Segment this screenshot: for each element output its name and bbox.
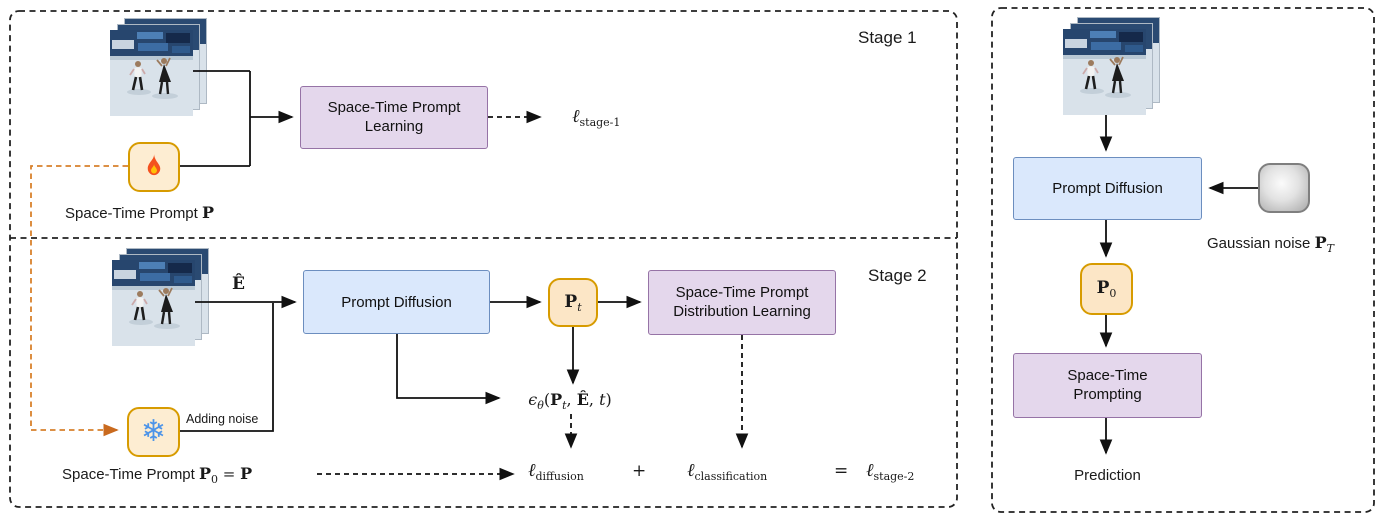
gaussian-sub-T: T	[1326, 242, 1334, 255]
embedding-symbol: Ê	[232, 274, 245, 294]
epsilon-prediction-formula: ϵθ(Pt, Ê, t)	[512, 390, 628, 412]
paren-close: )	[605, 390, 612, 409]
p0-symbol: P	[1096, 278, 1110, 298]
frozen-prompt-box: ❄	[127, 407, 180, 457]
wire-stage1-merge	[180, 70, 251, 167]
wire-fire-to-snowflake	[30, 165, 128, 437]
inference-container-border	[991, 7, 1375, 513]
pt-box: Pt	[548, 278, 598, 327]
stage1-prompt-label: Space-Time Prompt P	[65, 203, 214, 222]
loss-stage1: ℓstage-1	[572, 106, 620, 129]
equals-sign: =	[834, 461, 849, 481]
epsilon-theta-sub: θ	[537, 399, 544, 412]
adding-noise-label: Adding noise	[186, 412, 259, 426]
paren-open: (	[543, 390, 551, 409]
equals-sign: =	[218, 465, 241, 483]
prompt-symbol-P: P	[240, 464, 253, 483]
stage1-title: Stage 1	[858, 28, 917, 47]
loss-classification-sub: classification	[694, 470, 768, 483]
eps-P-sub: t	[562, 399, 567, 412]
learnable-prompt-box	[128, 142, 180, 192]
snowflake-icon: ❄	[140, 415, 167, 448]
gaussian-symbol-P: P	[1314, 233, 1327, 252]
dist-box-line1: Space-Time Prompt	[675, 283, 809, 301]
wire-stage2-noise-merge	[180, 303, 274, 432]
space-time-prompt-distribution-learning-box: Space-Time Prompt Distribution Learning	[648, 270, 836, 335]
epsilon-symbol: ϵ	[528, 390, 538, 409]
gaussian-noise-box	[1258, 163, 1310, 213]
comma: ,	[588, 390, 600, 409]
prompt-symbol-P: P	[202, 203, 215, 222]
comma: ,	[566, 390, 577, 409]
gaussian-noise-text: Gaussian noise	[1207, 235, 1315, 252]
space-time-prompting-box: Space-Time Prompting	[1013, 353, 1202, 418]
pt-symbol: P	[564, 291, 578, 312]
pt-sub: t	[577, 300, 582, 314]
stage1-prompt-text: Space-Time Prompt	[65, 205, 198, 222]
loss-stage1-sub: stage-1	[579, 116, 621, 129]
loss-classification-symbol: ℓ	[687, 460, 695, 481]
loss-stage2-symbol: ℓ	[866, 460, 874, 481]
eps-Ehat: Ê	[576, 390, 589, 409]
eps-t: t	[599, 390, 606, 409]
gaussian-noise-label: Gaussian noise PT	[1207, 233, 1334, 255]
prompting-box-line2: Prompting	[1073, 385, 1142, 403]
learning-box-line1: Space-Time Prompt	[327, 98, 461, 116]
prompt-symbol-P0: P	[199, 464, 212, 483]
p0-box: P0	[1080, 263, 1133, 315]
prediction-label: Prediction	[1074, 467, 1141, 484]
stage2-prompt-equation: Space-Time Prompt P0 = P	[62, 464, 252, 486]
loss-classification: ℓclassification	[687, 460, 767, 483]
loss-diffusion: ℓdiffusion	[528, 460, 584, 483]
video-frame	[112, 260, 195, 346]
wire-diffusion-to-eps	[396, 334, 501, 405]
prompt-diffusion-box-stage2: Prompt Diffusion	[303, 270, 490, 334]
loss-stage2: ℓstage-2	[866, 460, 914, 483]
loss-stage1-symbol: ℓ	[572, 106, 580, 127]
loss-stage2-sub: stage-2	[873, 470, 915, 483]
prompting-box-line1: Space-Time	[1067, 366, 1148, 384]
loss-diffusion-symbol: ℓ	[528, 460, 536, 481]
learning-box-line2: Learning	[364, 117, 424, 135]
space-time-prompt-learning-box: Space-Time Prompt Learning	[300, 86, 488, 149]
loss-diffusion-sub: diffusion	[535, 470, 584, 483]
p0-sub: 0	[1109, 287, 1117, 300]
prompt-sub-0: 0	[211, 473, 219, 486]
dist-box-line2: Distribution Learning	[673, 302, 811, 320]
stage2-prompt-text: Space-Time Prompt	[62, 466, 199, 483]
stage2-title: Stage 2	[868, 266, 927, 285]
prompt-diffusion-box-inference: Prompt Diffusion	[1013, 157, 1202, 220]
video-frame	[1063, 29, 1146, 115]
flame-icon	[147, 153, 161, 176]
eps-P: P	[550, 390, 563, 409]
plus-sign: +	[632, 461, 647, 481]
training-container-border	[9, 10, 958, 508]
video-frame	[110, 30, 193, 116]
